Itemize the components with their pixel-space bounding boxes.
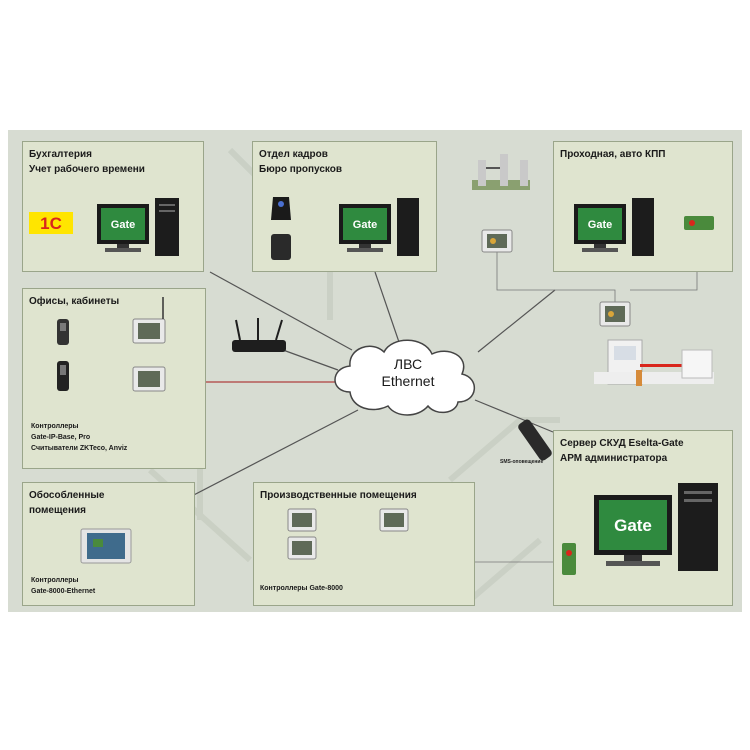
panel-checkpoint-title: Проходная, авто КПП: [560, 149, 666, 160]
panel-offices: Офисы, кабинеты Контроллеры Gate-IP-Base…: [22, 288, 206, 469]
link-server: [474, 399, 554, 433]
wifi-router-icon: [232, 318, 286, 352]
gsm-board-icon: [684, 216, 714, 230]
controller-checkpoint-icon: [481, 229, 513, 253]
panel-server-title: Сервер СКУД Eselta-Gate АРМ администрато…: [560, 438, 684, 464]
gate-logo: Gate: [614, 516, 652, 535]
barrier-gate-icon: [594, 339, 714, 386]
panel-hr-title: Отдел кадров Бюро пропусков: [259, 149, 343, 175]
network-subtitle: Ethernet: [381, 373, 435, 389]
panel-hr: Отдел кадров Бюро пропусков Gate: [252, 141, 437, 272]
ethernet-cloud-label: ЛВС Ethernet: [362, 356, 454, 390]
ethernet-cloud: [334, 339, 475, 416]
panel-offices-title: Офисы, кабинеты: [29, 296, 120, 307]
panel-offices-caption: Контроллеры Gate-IP-Base, Pro Считывател…: [31, 423, 128, 452]
panel-production-title: Производственные помещения: [260, 490, 417, 501]
link-checkpoint: [477, 289, 556, 353]
gsm-board-icon: [562, 543, 576, 575]
sms-label: SMS-оповещение: [500, 459, 544, 465]
workstation-icon: Gate: [574, 198, 654, 256]
reader-icon: [57, 319, 69, 391]
panel-accounting-title: Бухгалтерия Учет рабочего времени: [29, 149, 145, 175]
panel-isolated-title: Обособленные помещения: [29, 490, 105, 516]
panel-isolated: Обособленные помещения Контроллеры Gate-…: [22, 482, 195, 606]
gate-logo: Gate: [588, 219, 612, 231]
link-accounting: [209, 271, 353, 351]
onec-logo: 1С: [29, 212, 73, 234]
gsm-modem-icon: [518, 419, 552, 461]
reader-icon: [271, 197, 291, 260]
controller-icon: [287, 508, 409, 560]
panel-checkpoint: Проходная, авто КПП Gate: [553, 141, 733, 272]
network-title: ЛВС: [393, 356, 423, 372]
gate-logo: Gate: [353, 219, 377, 231]
panel-production: Производственные помещения Контроллеры G…: [253, 482, 475, 606]
controller-icon: [132, 297, 166, 392]
panel-accounting: Бухгалтерия Учет рабочего времени 1С Gat…: [22, 141, 204, 272]
controller-gate-icon: [599, 301, 631, 327]
onec-logo-text: 1С: [40, 214, 62, 233]
panel-production-caption: Контроллеры Gate-8000: [260, 585, 343, 592]
workstation-icon: Gate: [97, 198, 179, 256]
turnstile-icon: [472, 154, 530, 190]
server-workstation-icon: Gate: [594, 483, 718, 571]
controller-board-icon: [80, 528, 132, 564]
link-hr: [374, 271, 401, 346]
gate-logo: Gate: [111, 219, 135, 231]
panel-isolated-caption: Контроллеры Gate-8000-Ethernet: [31, 577, 96, 595]
workstation-icon: Gate: [339, 198, 419, 256]
panel-server: Сервер СКУД Eselta-Gate АРМ администрато…: [553, 430, 733, 606]
